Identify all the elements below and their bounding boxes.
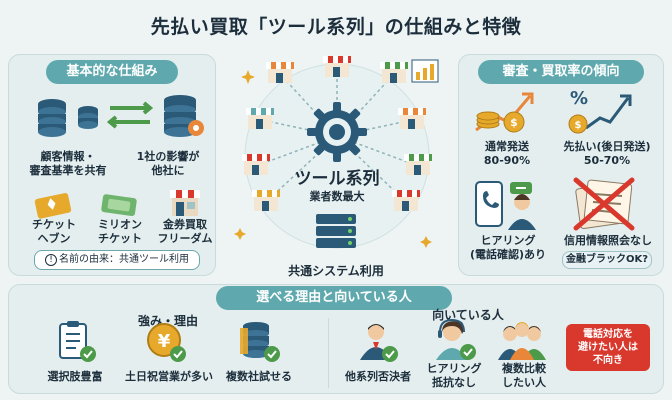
businessman-check-icon: [360, 324, 398, 362]
warning-line3: 不向き: [593, 355, 623, 366]
million-ticket-icon: [101, 194, 137, 217]
svg-text:¥: ¥: [158, 331, 171, 352]
credit-label: 信用情報照会なし: [564, 234, 652, 247]
shop-3-line2: フリーダム: [157, 232, 213, 245]
suited-3-line1: 複数比較: [502, 362, 546, 375]
shop-2-line1: ミリオン: [98, 218, 142, 231]
warning-line2: 避けたい人は: [578, 342, 638, 353]
shop-2-line2: チケット: [98, 232, 142, 245]
reasons-heading: 選べる理由と向いている人: [216, 286, 452, 310]
exclamation-icon: !: [45, 254, 57, 266]
rate-normal-label: 通常発送: [485, 140, 529, 153]
svg-text:%: %: [570, 88, 588, 109]
strength-choices: 選択肢豊富: [30, 370, 120, 384]
impact-label-line1: 1社の影響が: [136, 150, 200, 163]
shop-icons: [242, 56, 432, 211]
strength-3-label: 複数社試せる: [226, 370, 292, 383]
name-origin-note: !名前の由来：共通ツール利用: [34, 250, 200, 270]
database-check-icon: [240, 322, 280, 362]
strengths-heading: 強み・理由: [137, 314, 198, 328]
impact-label: 1社の影響が 他社に: [120, 150, 216, 178]
strength-multiple: 複数社試せる: [214, 370, 304, 384]
freedom-shop-icon: [170, 190, 200, 216]
rate-prepay-label: 先払い(後日発送): [563, 140, 651, 153]
shop-1-line1: チケット: [32, 218, 76, 231]
name-origin-text: 名前の由来：共通ツール利用: [59, 254, 189, 265]
hearing-label-line1: ヒアリング: [480, 234, 536, 247]
shop-1-line2: ヘブン: [37, 232, 71, 245]
suited-compare: 複数比較 したい人: [488, 362, 560, 390]
rate-prepay: 先払い(後日発送) 50-70%: [552, 140, 662, 168]
review-rate-heading: 審査・買取率の傾向: [478, 60, 644, 84]
basic-mechanism-heading: 基本的な仕組み: [46, 60, 178, 84]
database-gear-icon: [164, 95, 204, 137]
svg-text:$: $: [510, 116, 518, 129]
rate-normal-value: 80-90%: [483, 154, 531, 167]
share-label-line1: 顧客情報・: [40, 150, 96, 163]
suited-hearing: ヒアリング 抵抗なし: [418, 362, 490, 390]
database-share-icon: [38, 99, 154, 137]
suited-3-line2: したい人: [502, 376, 546, 389]
suited-2-line2: 抵抗なし: [432, 376, 476, 389]
phone-hearing-icon: [475, 181, 536, 230]
hearing-label-line2: (電話確認)あり: [469, 248, 547, 261]
group-people-icon: [498, 322, 546, 360]
warning-line1: 電話対応を: [583, 329, 633, 340]
percent-growth-icon: % $: [568, 88, 632, 134]
section-divider: [328, 318, 329, 388]
headset-woman-icon: [436, 318, 476, 360]
suited-2-line1: ヒアリング: [426, 362, 482, 375]
strength-weekend: 土日祝営業が多い: [116, 370, 222, 384]
hearing-label: ヒアリング (電話確認)あり: [460, 234, 556, 262]
impact-label-line2: 他社に: [151, 164, 185, 177]
system-label: 共通システム利用: [288, 264, 384, 278]
strength-2-label: 土日祝営業が多い: [125, 370, 213, 383]
rate-normal: 通常発送 80-90%: [462, 140, 552, 168]
hub-subtitle: 業者数最大: [309, 190, 365, 203]
suited-heading: 向いている人: [432, 308, 504, 322]
network-hub-illustration: [234, 56, 439, 249]
not-suited-warning: 電話対応を 避けたい人は 不向き: [566, 324, 650, 371]
shop-million-ticket: ミリオン チケット: [90, 218, 150, 246]
share-label: 顧客情報・ 審査基準を共有: [18, 150, 118, 178]
shop-freedom: 金券買取 フリーダム: [152, 218, 218, 246]
shop-ticket-heaven: チケット ヘブン: [24, 218, 84, 246]
page-title: 先払い買取「ツール系列」の仕組みと特徴: [150, 16, 522, 38]
strength-1-label: 選択肢豊富: [47, 370, 103, 383]
shop-3-line1: 金券買取: [163, 218, 207, 231]
yen-coin-icon: ¥: [147, 323, 186, 362]
suited-rejected: 他系列否決者: [336, 370, 420, 384]
credit-badge: 金融ブラックOK?: [562, 251, 652, 269]
hub-title: ツール系列: [294, 169, 380, 189]
checklist-icon: [59, 321, 96, 362]
credit-check-crossed-icon: [573, 177, 635, 231]
review-rate-panel: [458, 54, 664, 276]
ticket-heaven-icon: [34, 193, 72, 219]
suited-1-label: 他系列否決者: [345, 370, 411, 383]
share-label-line2: 審査基準を共有: [29, 164, 107, 177]
svg-text:$: $: [575, 120, 582, 131]
rate-prepay-value: 50-70%: [583, 154, 631, 167]
coin-growth-icon: $: [475, 92, 534, 133]
basic-mechanism-panel: [8, 54, 216, 276]
